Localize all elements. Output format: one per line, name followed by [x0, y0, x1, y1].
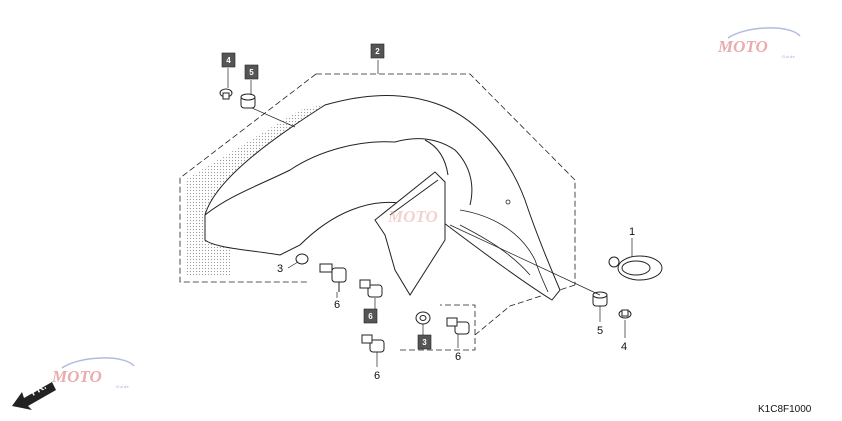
svg-text:2: 2	[375, 47, 380, 56]
callout-4: 4	[621, 341, 627, 353]
front-fender	[204, 95, 561, 301]
svg-text:FR.: FR.	[29, 381, 49, 399]
callout-6-c: 6	[455, 351, 461, 363]
callout-box-3: 3	[417, 334, 432, 350]
callout-5: 5	[597, 325, 603, 337]
callout-6-a: 6	[334, 299, 340, 311]
mud-flap	[374, 171, 446, 296]
watermark-logo-center: MOTO	[387, 207, 438, 226]
part-1-ring	[608, 255, 663, 281]
part-5-collar-right	[592, 291, 608, 307]
part-6-bolt-a	[319, 263, 347, 292]
callout-6-b: 6	[374, 370, 380, 382]
svg-text:6: 6	[368, 312, 373, 321]
callout-box-2: 2	[370, 43, 385, 59]
part-4-fastener-top	[219, 88, 233, 100]
svg-text:3: 3	[422, 338, 427, 347]
svg-text:Guide: Guide	[782, 54, 795, 59]
watermark-logo-bottom-left: MOTO Guide	[51, 357, 135, 389]
part-4-fastener-right	[618, 309, 632, 319]
svg-text:Guide: Guide	[116, 384, 129, 389]
callout-1: 1	[629, 226, 635, 238]
part-3-nut-center	[415, 311, 431, 325]
front-direction-arrow: FR.	[12, 381, 56, 410]
svg-text:4: 4	[226, 56, 231, 65]
watermark-logo-top-right: MOTO Guide	[717, 27, 801, 59]
leader-lines	[227, 60, 633, 367]
part-3-nut-left	[295, 253, 309, 265]
callout-box-6: 6	[363, 308, 378, 324]
diagram-code: K1C8F1000	[758, 404, 812, 415]
svg-text:5: 5	[249, 68, 254, 77]
part-6-bolt-c	[361, 334, 385, 353]
svg-text:MOTO: MOTO	[387, 207, 438, 226]
callout-box-4: 4	[221, 52, 236, 68]
callout-box-5: 5	[244, 64, 259, 80]
svg-text:MOTO: MOTO	[51, 367, 102, 386]
part-6-bolt-b	[359, 279, 383, 298]
callout-3: 3	[277, 263, 283, 275]
part-5-collar-top	[240, 93, 256, 109]
part-6-bolt-d	[446, 317, 470, 335]
svg-text:MOTO: MOTO	[717, 37, 768, 56]
fender-inner	[459, 199, 549, 293]
